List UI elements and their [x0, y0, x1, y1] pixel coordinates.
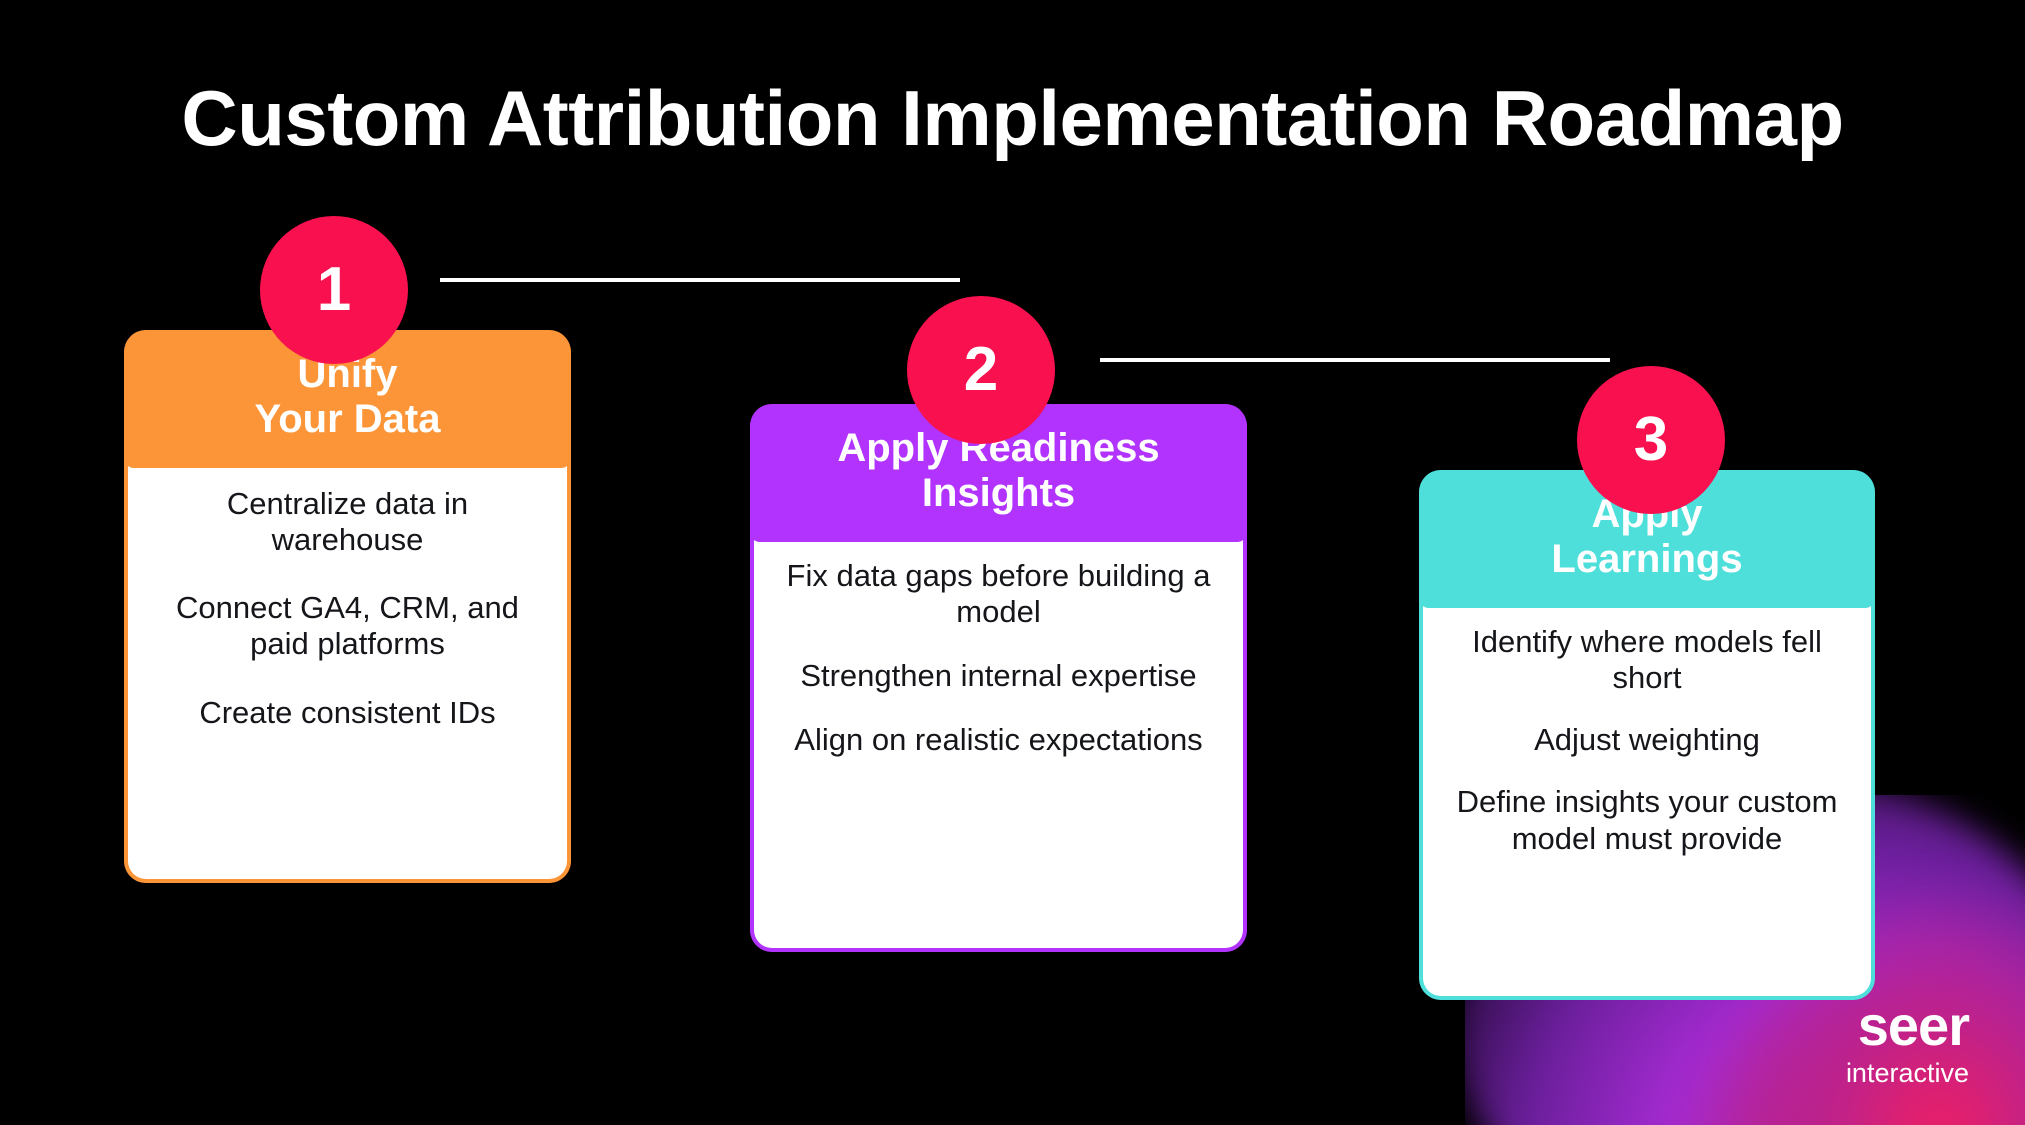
logo-tagline: interactive [1845, 1058, 1969, 1088]
step-card-3-header-line-2: Learnings [1551, 536, 1743, 581]
list-item: Align on realistic expectations [794, 722, 1203, 758]
step-card-3[interactable]: Apply Learnings Identify where models fe… [1419, 470, 1875, 1000]
list-item: Identify where models fell short [1472, 623, 1822, 695]
logo-wordmark: seer [1857, 994, 1970, 1057]
step-card-1-header: Unify Your Data [124, 330, 571, 468]
step-badge-2: 2 [907, 296, 1055, 444]
list-item: Centralize data in warehouse [226, 485, 469, 557]
list-item: Define insights your custom model must p… [1456, 784, 1838, 856]
step-card-3-header: Apply Learnings [1419, 470, 1875, 608]
step-card-2-header-line-2: Insights [921, 470, 1076, 515]
page-title: Custom Attribution Implementation Roadma… [181, 74, 1844, 162]
step-card-1-body: Centralize data in warehouse Connect GA4… [124, 455, 571, 883]
step-card-2[interactable]: Apply Readiness Insights Fix data gaps b… [750, 404, 1247, 952]
list-item: Connect GA4, CRM, and paid platforms [176, 590, 519, 662]
list-item: Adjust weighting [1534, 722, 1760, 758]
step-badge-1: 1 [260, 216, 408, 364]
connector-line-2-3 [1100, 358, 1610, 362]
seer-interactive-logo: seer interactive [1845, 994, 1970, 1088]
step-card-1-header-line-2: Your Data [254, 396, 441, 441]
step-badge-3: 3 [1577, 366, 1725, 514]
step-card-1[interactable]: Unify Your Data Centralize data in wareh… [124, 330, 571, 883]
connector-line-1-2 [440, 278, 960, 282]
step-card-3-body: Identify where models fell short Adjust … [1419, 595, 1875, 1000]
step-card-2-body: Fix data gaps before building a model St… [750, 529, 1247, 952]
list-item: Strengthen internal expertise [800, 658, 1197, 694]
list-item: Fix data gaps before building a model [786, 557, 1211, 629]
list-item: Create consistent IDs [199, 694, 496, 730]
